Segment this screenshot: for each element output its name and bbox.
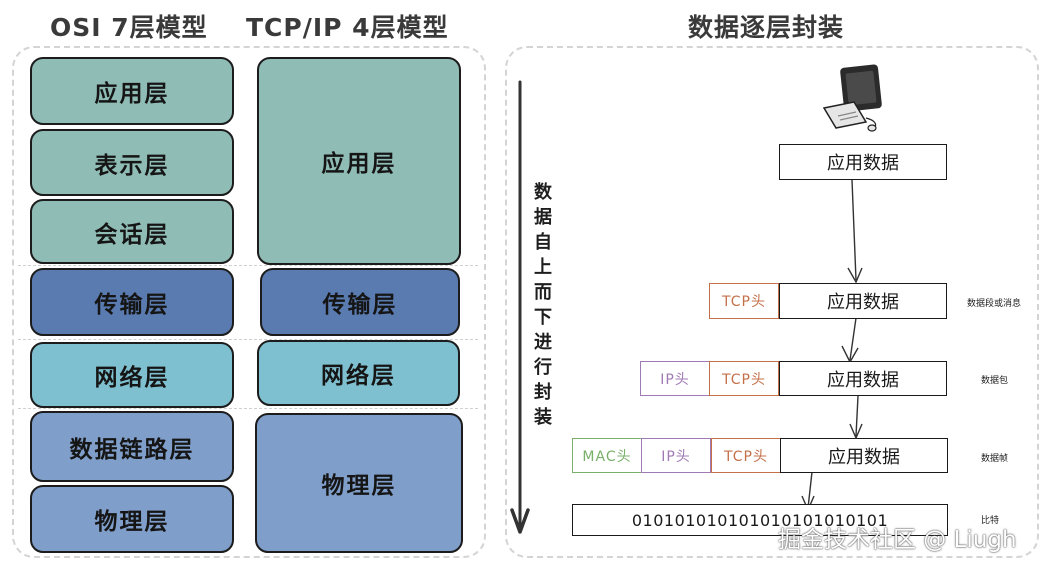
- packet-label: 数据包: [981, 376, 1009, 386]
- tcpip-layer-physical: 物理层: [255, 413, 463, 553]
- down-arrow-icon: [510, 80, 530, 534]
- ip-header-box: IP头: [641, 438, 711, 473]
- tcpip-layer-transport: 传输层: [260, 268, 460, 336]
- app-data-box: 应用数据: [779, 361, 947, 396]
- separator-line: [18, 265, 478, 266]
- tcp-header-box: TCP头: [709, 283, 779, 319]
- osi-title: OSI 7层模型: [50, 13, 208, 42]
- watermark: 掘金技术社区 @ Liugh: [778, 527, 1017, 553]
- tcpip-layer-application: 应用层: [257, 57, 461, 265]
- segment-label: 数据段或消息: [967, 299, 1022, 309]
- bits-label: 比特: [981, 516, 1000, 526]
- osi-layer-presentation: 表示层: [30, 129, 234, 196]
- osi-layer-data-link: 数据链路层: [30, 411, 234, 482]
- osi-layer-session: 会话层: [30, 199, 234, 264]
- osi-layer-application: 应用层: [30, 57, 234, 125]
- model-panel: [12, 46, 486, 558]
- mac-header-box: MAC头: [572, 438, 642, 473]
- computer-icon: [822, 64, 882, 132]
- app-data-box: 应用数据: [779, 283, 947, 319]
- encapsulation-direction-text: 数 据 自 上 而 下 进 行 封 装: [534, 182, 552, 428]
- tcp-header-box: TCP头: [709, 361, 779, 396]
- tcpip-title: TCP/IP 4层模型: [246, 13, 449, 42]
- frame-label: 数据帧: [981, 454, 1009, 464]
- tcp-header-box: TCP头: [711, 438, 781, 473]
- osi-layer-physical: 物理层: [30, 485, 234, 553]
- separator-line: [18, 339, 478, 340]
- osi-layer-network: 网络层: [30, 342, 234, 408]
- encapsulation-title: 数据逐层封装: [688, 13, 845, 42]
- osi-layer-transport: 传输层: [30, 268, 234, 336]
- bits-box: 010101010101010101010101: [572, 504, 948, 536]
- app-data-box: 应用数据: [780, 438, 948, 473]
- ip-header-box: IP头: [640, 361, 710, 396]
- separator-line: [18, 408, 478, 409]
- app-data-box: 应用数据: [779, 144, 947, 180]
- tcpip-layer-network: 网络层: [257, 340, 460, 406]
- encapsulation-panel: [505, 46, 1039, 558]
